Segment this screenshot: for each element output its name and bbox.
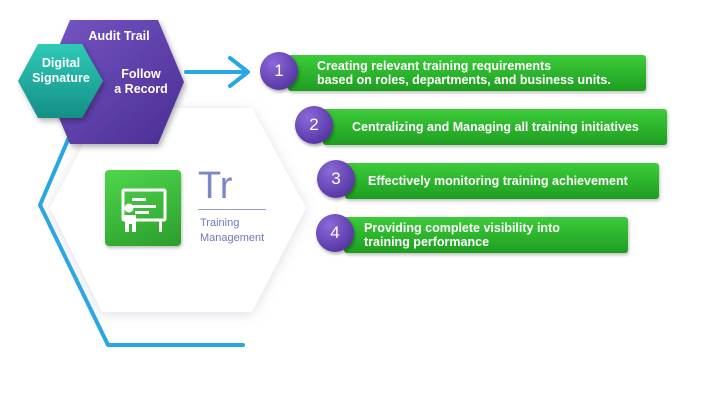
module-divider (198, 209, 266, 210)
audit-trail-label: Audit Trail (88, 29, 150, 43)
step-4-badge: 4 (316, 214, 354, 252)
follow-record-line2: a Record (114, 82, 168, 96)
step-3-badge: 3 (317, 160, 355, 198)
step-2-badge: 2 (295, 106, 333, 144)
connector-outline (38, 70, 248, 347)
follow-record-label: Follow a Record (108, 67, 174, 97)
module-name-line2: Management (200, 232, 265, 244)
digital-signature-line1: Digital (41, 56, 81, 70)
module-name: Training Management (200, 216, 280, 246)
digital-signature-hexagon (18, 44, 103, 118)
module-symbol: Tr (198, 165, 233, 207)
step-2-text: Centralizing and Managing all training i… (352, 120, 639, 134)
step-2: 2 Centralizing and Managing all training… (295, 106, 667, 145)
step-1-line2: based on roles, departments, and busines… (317, 73, 611, 87)
step-4: 4 Providing complete visibility into tra… (316, 214, 628, 253)
training-module-tile (105, 170, 181, 246)
digital-signature-line2: Signature (32, 71, 90, 85)
connector-arrow-icon (228, 56, 250, 88)
step-3-text: Effectively monitoring training achievem… (368, 174, 628, 188)
module-name-line1: Training (200, 217, 240, 229)
presenter-board-icon (121, 188, 167, 232)
step-4-bar (344, 217, 628, 253)
step-3-line1: Effectively monitoring training achievem… (368, 174, 628, 188)
step-2-bar (323, 109, 667, 145)
step-1: 1 Creating relevant training requirement… (260, 52, 650, 91)
step-4-line1: Providing complete visibility into (364, 221, 560, 235)
step-1-bar (288, 55, 646, 91)
step-2-line1: Centralizing and Managing all training i… (352, 120, 639, 134)
step-4-line2: training performance (364, 235, 490, 249)
step-1-badge: 1 (260, 52, 298, 90)
step-4-text: Providing complete visibility into train… (364, 221, 560, 249)
digital-signature-label: Digital Signature (24, 56, 98, 86)
step-3-bar (345, 163, 659, 199)
follow-record-line1: Follow (121, 67, 161, 81)
step-3: 3 Effectively monitoring training achiev… (317, 160, 659, 199)
step-1-text: Creating relevant training requirements … (317, 59, 611, 87)
step-1-line1: Creating relevant training requirements (317, 59, 552, 73)
